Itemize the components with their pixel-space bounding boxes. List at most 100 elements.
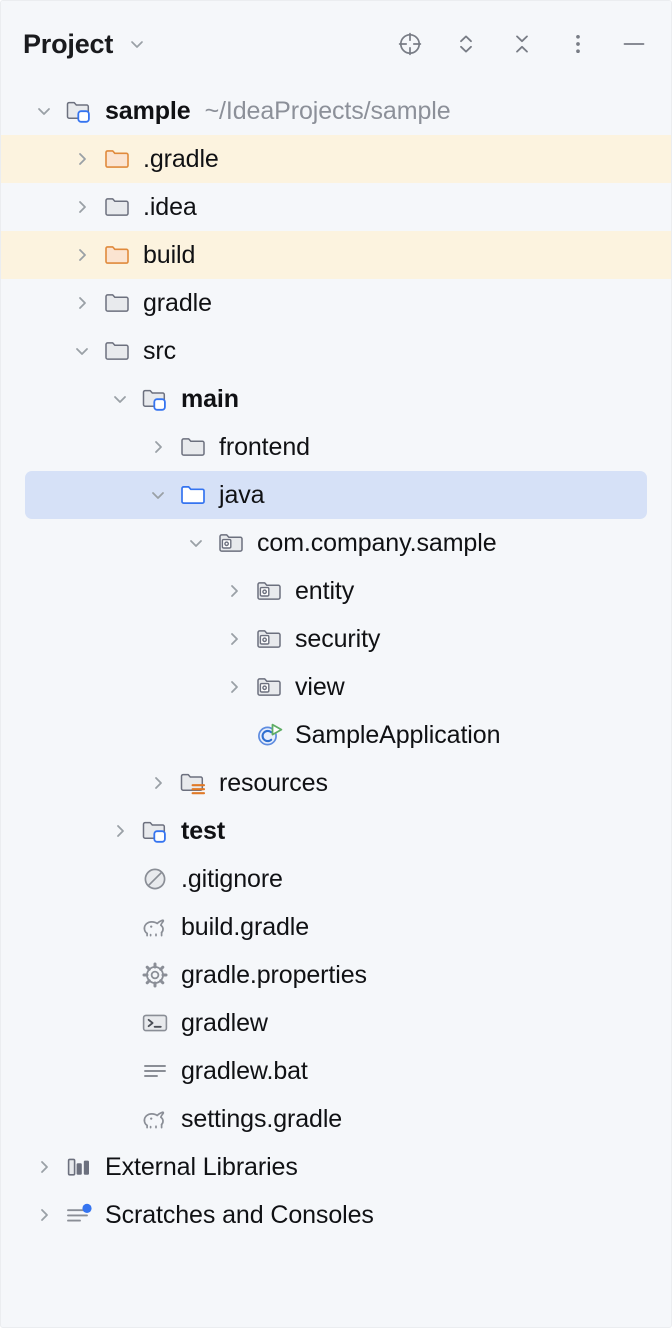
tree-row-sample-application[interactable]: SampleApplication — [1, 711, 671, 759]
tree-row-external-libraries[interactable]: External Libraries — [1, 1143, 671, 1191]
tree-row-build-gradle[interactable]: build.gradle — [1, 903, 671, 951]
package-icon — [253, 567, 287, 615]
tree-toggle-placeholder — [101, 903, 139, 951]
crosshair-target-icon[interactable] — [395, 29, 425, 59]
tree-toggle-collapsed-icon[interactable] — [215, 567, 253, 615]
module-folder-icon — [63, 87, 97, 135]
tree-item-label: gradlew.bat — [181, 1056, 308, 1085]
tree-item-label: frontend — [219, 432, 310, 461]
tree-item-label: External Libraries — [105, 1152, 298, 1181]
tree-row-gradlew-bat[interactable]: gradlew.bat — [1, 1047, 671, 1095]
tree-row-entity[interactable]: entity — [1, 567, 671, 615]
tree-row-src[interactable]: src — [1, 327, 671, 375]
tree-item-label: java — [219, 480, 265, 509]
tree-item-label: Scratches and Consoles — [105, 1200, 374, 1229]
collapse-all-chevrons-icon[interactable] — [507, 29, 537, 59]
project-view-selector[interactable]: Project — [23, 29, 147, 60]
tree-toggle-expanded-icon[interactable] — [139, 471, 177, 519]
folder-icon — [101, 327, 135, 375]
properties-gear-icon — [139, 951, 173, 999]
tree-toggle-expanded-icon[interactable] — [177, 519, 215, 567]
folder-excluded-icon — [101, 135, 135, 183]
minimize-dash-icon[interactable] — [619, 29, 649, 59]
tree-toggle-collapsed-icon[interactable] — [25, 1191, 63, 1239]
tree-item-label: build.gradle — [181, 912, 310, 941]
tree-row-security[interactable]: security — [1, 615, 671, 663]
tree-item-label: settings.gradle — [181, 1104, 343, 1133]
tree-item-label: entity — [295, 576, 355, 605]
tree-toggle-collapsed-icon[interactable] — [63, 183, 101, 231]
module-folder-icon — [139, 807, 173, 855]
vertical-dots-icon[interactable] — [563, 29, 593, 59]
tree-toggle-expanded-icon[interactable] — [25, 87, 63, 135]
tree-row-gradle-properties[interactable]: gradle.properties — [1, 951, 671, 999]
tree-row-gitignore[interactable]: .gitignore — [1, 855, 671, 903]
folder-icon — [101, 183, 135, 231]
shell-script-icon — [139, 999, 173, 1047]
tree-item-label: gradlew — [181, 1008, 268, 1037]
tree-toggle-placeholder — [215, 711, 253, 759]
tree-row-idea-dir[interactable]: .idea — [1, 183, 671, 231]
tree-item-label: build — [143, 240, 196, 269]
tree-row-frontend[interactable]: frontend — [1, 423, 671, 471]
text-file-icon — [139, 1047, 173, 1095]
tree-item-label: src — [143, 336, 177, 365]
page-title: Project — [23, 28, 114, 59]
tree-row-gradlew[interactable]: gradlew — [1, 999, 671, 1047]
tree-toggle-expanded-icon[interactable] — [63, 327, 101, 375]
folder-icon — [101, 279, 135, 327]
package-icon — [253, 615, 287, 663]
tree-toggle-collapsed-icon[interactable] — [215, 663, 253, 711]
tree-toggle-collapsed-icon[interactable] — [101, 807, 139, 855]
project-tree[interactable]: sample ~/IdeaProjects/sample .gradle .idea b… — [1, 87, 671, 1239]
tree-row-sample[interactable]: sample ~/IdeaProjects/sample — [1, 87, 671, 135]
tree-row-resources[interactable]: resources — [1, 759, 671, 807]
tree-toggle-collapsed-icon[interactable] — [63, 231, 101, 279]
tree-row-build-dir[interactable]: build — [1, 231, 671, 279]
tree-item-label: com.company.sample — [257, 528, 497, 557]
tree-item-path: ~/IdeaProjects/sample — [204, 96, 451, 125]
tree-row-com-company-sample[interactable]: com.company.sample — [1, 519, 671, 567]
tree-item-label: sample — [105, 96, 191, 125]
tree-row-gradle-wrapper[interactable]: gradle — [1, 279, 671, 327]
tree-toggle-collapsed-icon[interactable] — [139, 759, 177, 807]
tree-item-label: gradle.properties — [181, 960, 367, 989]
tree-row-java[interactable]: java — [1, 471, 671, 519]
tree-row-main[interactable]: main — [1, 375, 671, 423]
tree-item-label: .gitignore — [181, 864, 283, 893]
tree-toggle-collapsed-icon[interactable] — [63, 279, 101, 327]
tree-toggle-placeholder — [101, 1095, 139, 1143]
runnable-class-icon — [253, 711, 287, 759]
tree-toggle-expanded-icon[interactable] — [101, 375, 139, 423]
tree-item-label: .idea — [143, 192, 197, 221]
tree-row-gradle-dir[interactable]: .gradle — [1, 135, 671, 183]
tool-window-toolbar — [395, 29, 649, 59]
chevron-down-icon[interactable] — [127, 34, 147, 54]
package-icon — [253, 663, 287, 711]
tree-row-scratches[interactable]: Scratches and Consoles — [1, 1191, 671, 1239]
tree-row-test[interactable]: test — [1, 807, 671, 855]
tree-toggle-collapsed-icon[interactable] — [63, 135, 101, 183]
source-root-folder-icon — [177, 471, 211, 519]
tree-item-label: main — [181, 384, 239, 413]
folder-icon — [177, 423, 211, 471]
tree-item-label: resources — [219, 768, 328, 797]
tree-item-label: gradle — [143, 288, 212, 317]
tool-window-header: Project — [1, 1, 671, 87]
tree-toggle-collapsed-icon[interactable] — [139, 423, 177, 471]
tree-item-label: SampleApplication — [295, 720, 501, 749]
tree-item-label: security — [295, 624, 381, 653]
tree-toggle-collapsed-icon[interactable] — [25, 1143, 63, 1191]
tree-toggle-collapsed-icon[interactable] — [215, 615, 253, 663]
folder-excluded-icon — [101, 231, 135, 279]
tree-item-label: .gradle — [143, 144, 219, 173]
expand-all-chevrons-icon[interactable] — [451, 29, 481, 59]
tree-row-settings-gradle[interactable]: settings.gradle — [1, 1095, 671, 1143]
tree-row-view[interactable]: view — [1, 663, 671, 711]
tree-item-label: view — [295, 672, 345, 701]
libraries-icon — [63, 1143, 97, 1191]
package-icon — [215, 519, 249, 567]
tree-toggle-placeholder — [101, 951, 139, 999]
scratches-icon — [63, 1191, 97, 1239]
